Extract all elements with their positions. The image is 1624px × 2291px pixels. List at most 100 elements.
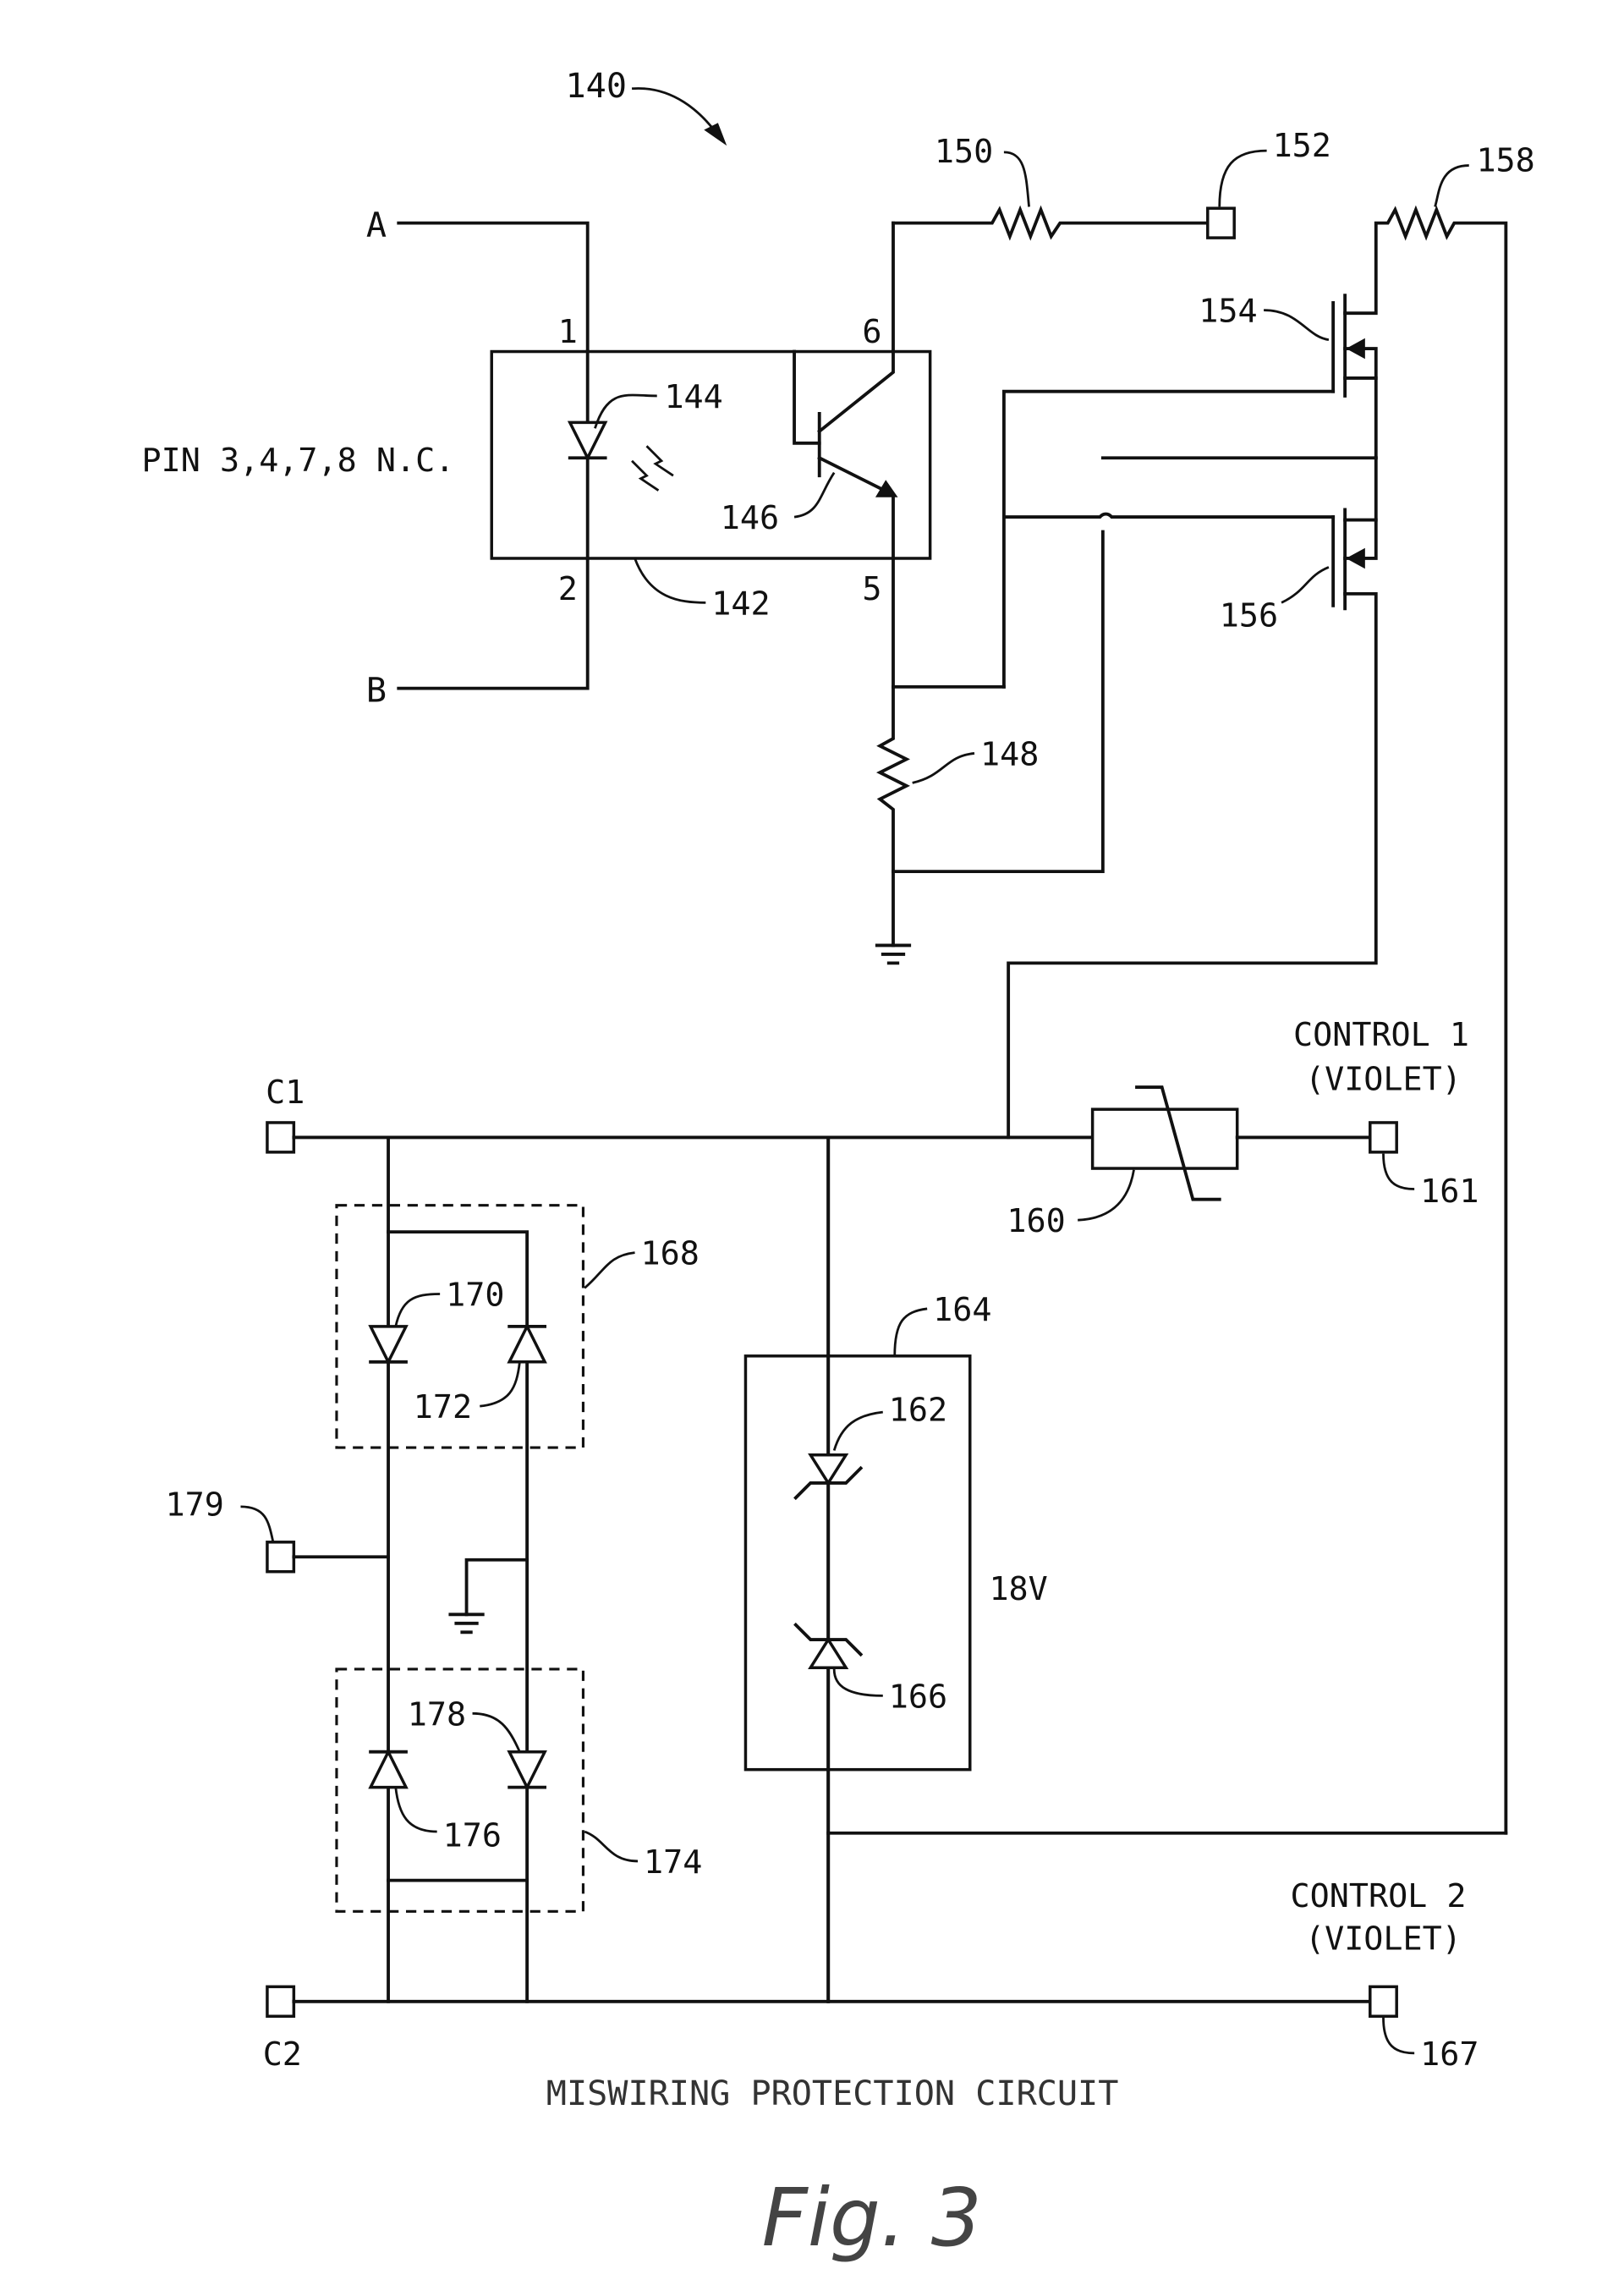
optocoupler-package [490,349,932,560]
control2-color-label: (VIOLET) [1305,1920,1462,1959]
module-168 [335,1204,585,1449]
label-174: 174 [644,1843,702,1882]
leader-160 [1078,1169,1135,1222]
control1-color-label: (VIOLET) [1305,1061,1462,1099]
label-179: 179 [165,1486,223,1524]
optocoupler-142: 1 2 6 5 PIN 3,4,7,8 N.C. 142 144 146 [142,221,932,689]
terminal-c1-label: C1 [266,1074,304,1112]
leader-150 [1003,151,1030,207]
leader-142 [634,558,706,604]
terminal-152[interactable] [1206,206,1236,239]
label-166: 166 [889,1678,947,1716]
leader-167 [1382,2017,1415,2055]
leader-148 [912,752,975,784]
leader-146 [793,471,836,519]
diode-170-icon [368,1325,409,1365]
leader-162 [832,1410,883,1451]
leader-152 [1218,149,1267,207]
wire-ground [464,1558,529,1617]
source-156 [1343,456,1378,522]
label-162: 162 [889,1392,947,1430]
bridge-right-rail [387,1230,529,2003]
leader-158 [1434,164,1469,207]
label-164: 164 [933,1291,991,1329]
leader-172 [480,1361,521,1408]
label-156: 156 [1220,596,1278,635]
terminal-167[interactable] [1369,1985,1398,2018]
gate-bus-156 [1001,512,1336,519]
wire-a [397,221,590,354]
drain-156-to-c1 [1007,591,1378,1140]
diode-bridge: 170 172 168 179 178 176 174 [165,1135,702,2003]
reference-140: 140 [566,67,727,146]
label-167: 167 [1420,2036,1479,2074]
arrow-156-icon [1346,547,1365,569]
terminal-179[interactable] [266,1541,296,1574]
arrowhead-icon [704,123,727,146]
label-144: 144 [664,378,722,416]
pin-1-label: 1 [558,313,578,351]
mosfet-pair: 154 156 158 [1001,142,1535,1835]
leader-166 [832,1668,883,1697]
control1-label: CONTROL 1 [1293,1016,1469,1054]
resistor-148-branch: 148 [875,530,1105,965]
leader-154 [1264,309,1330,341]
zener-166-icon [808,1636,849,1669]
c2-bus: C2 167 CONTROL 2 (VIOLET) [263,1877,1479,2074]
base-wire [793,349,821,445]
zener-162-icon [808,1453,849,1486]
zener-module-164: 164 162 166 18V [743,1135,1508,2003]
resistor-150 [892,205,1210,241]
leader-176 [394,1787,437,1833]
terminal-161[interactable] [1369,1121,1398,1154]
resistor-148 [875,684,911,948]
label-168: 168 [641,1235,700,1273]
pin-2-label: 2 [558,570,578,608]
diode-172-icon [507,1322,547,1364]
ptc-160 [1090,1107,1239,1170]
label-172: 172 [414,1388,472,1426]
leader-161 [1382,1153,1415,1190]
diode-176-icon [368,1748,409,1789]
drain-154-and-resistor-158 [1343,205,1508,1835]
module-174 [335,1667,585,1913]
label-176: 176 [443,1816,502,1854]
resistor-150-branch: 150 152 [892,127,1331,241]
terminal-c1[interactable] [266,1121,296,1154]
terminal-a-label: A [366,206,387,244]
label-148: 148 [980,735,1039,773]
zener-166-bar [793,1622,864,1657]
label-150: 150 [935,133,993,171]
terminal-b-label: B [366,671,387,710]
input-terminals: A B [366,206,590,710]
pin-5-label: 5 [862,570,881,608]
label-158: 158 [1476,142,1534,180]
terminal-c2-label: C2 [263,2036,302,2074]
diode-178-icon [507,1750,547,1791]
collector-wire [817,221,895,434]
label-170: 170 [446,1276,504,1314]
leader-170 [394,1293,441,1327]
label-178: 178 [408,1695,466,1733]
leader-178 [472,1711,521,1753]
control2-label: CONTROL 2 [1291,1877,1467,1915]
ground-icon [875,943,912,965]
ptc-160-slash [1135,1085,1221,1201]
zener-voltage-label: 18V [989,1570,1047,1608]
terminal-c2[interactable] [266,1985,296,2018]
label-152: 152 [1273,127,1331,165]
label-142: 142 [711,585,770,623]
label-161: 161 [1420,1173,1479,1211]
figure-caption: MISWIRING PROTECTION CIRCUIT [546,2074,1119,2113]
wire-b [397,557,590,690]
emitter-arrow-icon [875,480,898,497]
light-ray-icon [631,459,660,492]
reference-label-140: 140 [566,67,628,106]
leader-174 [584,1830,639,1863]
pin-6-label: 6 [862,313,881,351]
leader-168 [584,1251,635,1289]
label-160: 160 [1007,1202,1065,1240]
no-connect-note: PIN 3,4,7,8 N.C. [142,442,455,480]
light-ray-icon-2 [645,445,674,477]
